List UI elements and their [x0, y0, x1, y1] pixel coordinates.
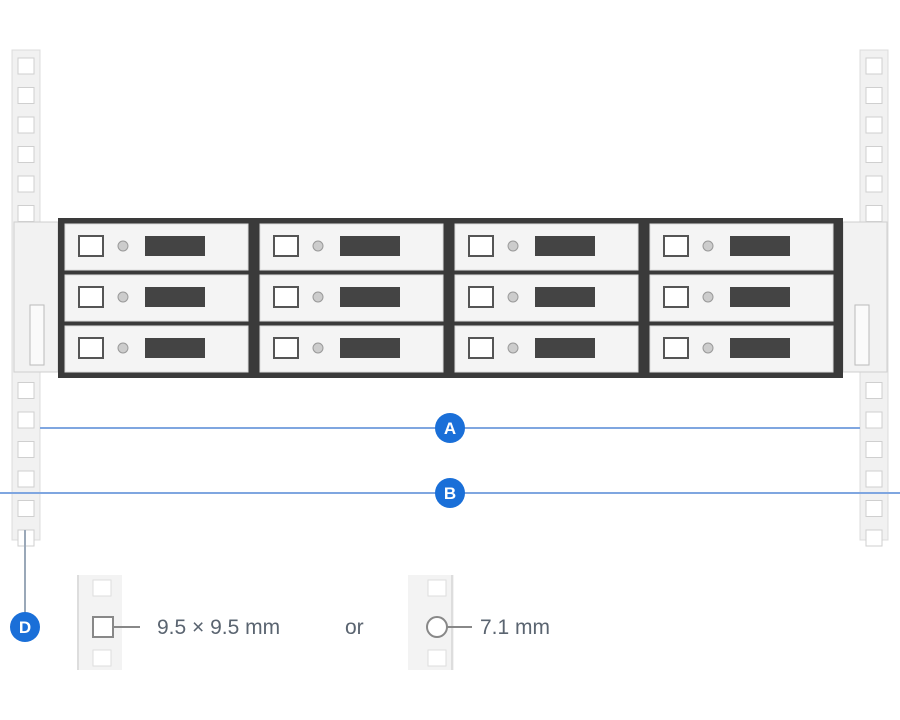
drive-tray[interactable] [64, 325, 249, 373]
square-hole-size: 9.5 × 9.5 mm [157, 616, 280, 639]
rack-hole [17, 441, 35, 458]
square-hole [92, 649, 112, 667]
round-hole-detail: 7.1 mm [408, 575, 550, 670]
rack-hole [17, 146, 35, 163]
tray-latch-icon[interactable] [468, 286, 494, 308]
tray-led-icon [312, 240, 324, 252]
tray-led-icon [117, 342, 129, 354]
nas-chassis [13, 218, 888, 378]
drive-tray[interactable] [454, 325, 639, 373]
rack-hole [17, 205, 35, 222]
rack-hole [865, 175, 883, 193]
tray-latch-icon[interactable] [78, 235, 104, 257]
callout-a-badge [435, 413, 465, 443]
rack-hole [865, 470, 883, 488]
drive-tray[interactable] [64, 223, 249, 271]
square-hole-detail: 9.5 × 9.5 mm [77, 575, 280, 670]
tray-vent [730, 236, 790, 256]
rack-hole [865, 146, 883, 163]
rack-hole [865, 205, 883, 222]
square-hole-highlight-icon [92, 616, 114, 638]
tray-latch-icon[interactable] [663, 286, 689, 308]
rack-hole [17, 87, 35, 104]
or-separator: or [345, 616, 364, 639]
drive-tray[interactable] [649, 274, 834, 322]
tray-vent [535, 236, 595, 256]
left-handle [29, 304, 45, 366]
callout-d-badge [10, 612, 40, 642]
rack-hole [865, 87, 883, 104]
drive-tray[interactable] [649, 325, 834, 373]
tray-latch-icon[interactable] [273, 286, 299, 308]
drive-tray[interactable] [64, 274, 249, 322]
dimension-a: A [40, 413, 860, 443]
tray-led-icon [507, 342, 519, 354]
tray-led-icon [312, 291, 324, 303]
tray-led-icon [702, 240, 714, 252]
callout-d: D [10, 530, 40, 642]
rack-hole [865, 382, 883, 399]
tray-latch-icon[interactable] [273, 235, 299, 257]
tray-latch-icon[interactable] [78, 286, 104, 308]
tray-led-icon [117, 291, 129, 303]
tray-led-icon [507, 291, 519, 303]
tray-latch-icon[interactable] [468, 337, 494, 359]
callout-d-label: D [19, 618, 31, 637]
right-handle [854, 304, 870, 366]
rack-hole [865, 411, 883, 429]
tray-latch-icon[interactable] [663, 235, 689, 257]
tray-led-icon [702, 342, 714, 354]
tray-vent [535, 338, 595, 358]
tray-latch-icon[interactable] [78, 337, 104, 359]
tray-vent [730, 338, 790, 358]
drive-tray[interactable] [649, 223, 834, 271]
rack-hole [17, 175, 35, 193]
rack-hole [865, 529, 883, 547]
rack-hole [865, 441, 883, 458]
tray-led-icon [312, 342, 324, 354]
drive-tray[interactable] [454, 274, 639, 322]
drive-tray[interactable] [454, 223, 639, 271]
rack-hole [17, 382, 35, 399]
round-hole-size: 7.1 mm [480, 616, 550, 639]
square-hole [92, 579, 112, 597]
tray-vent [145, 338, 205, 358]
tray-vent [340, 236, 400, 256]
callout-b-badge [435, 478, 465, 508]
callout-a-label: A [444, 419, 456, 438]
tray-vent [145, 287, 205, 307]
tray-led-icon [702, 291, 714, 303]
tray-vent [535, 287, 595, 307]
tray-vent [145, 236, 205, 256]
drive-bays [64, 223, 834, 373]
rack-hole [17, 500, 35, 517]
rack-hole [17, 57, 35, 75]
tray-led-icon [117, 240, 129, 252]
rack-hole [865, 57, 883, 75]
tray-led-icon [507, 240, 519, 252]
tray-latch-icon[interactable] [663, 337, 689, 359]
tray-vent [340, 338, 400, 358]
rack-hole [865, 500, 883, 517]
rack-hole [17, 411, 35, 429]
rack-hole [865, 116, 883, 134]
round-hole-icon [426, 616, 448, 638]
tray-vent [340, 287, 400, 307]
rack-hole [17, 470, 35, 488]
rack-hole [17, 116, 35, 134]
tray-latch-icon[interactable] [273, 337, 299, 359]
tray-vent [730, 287, 790, 307]
drive-tray[interactable] [259, 274, 444, 322]
callout-b-label: B [444, 484, 456, 503]
tray-latch-icon[interactable] [468, 235, 494, 257]
drive-tray[interactable] [259, 223, 444, 271]
drive-tray[interactable] [259, 325, 444, 373]
dimension-b: B [0, 478, 900, 508]
